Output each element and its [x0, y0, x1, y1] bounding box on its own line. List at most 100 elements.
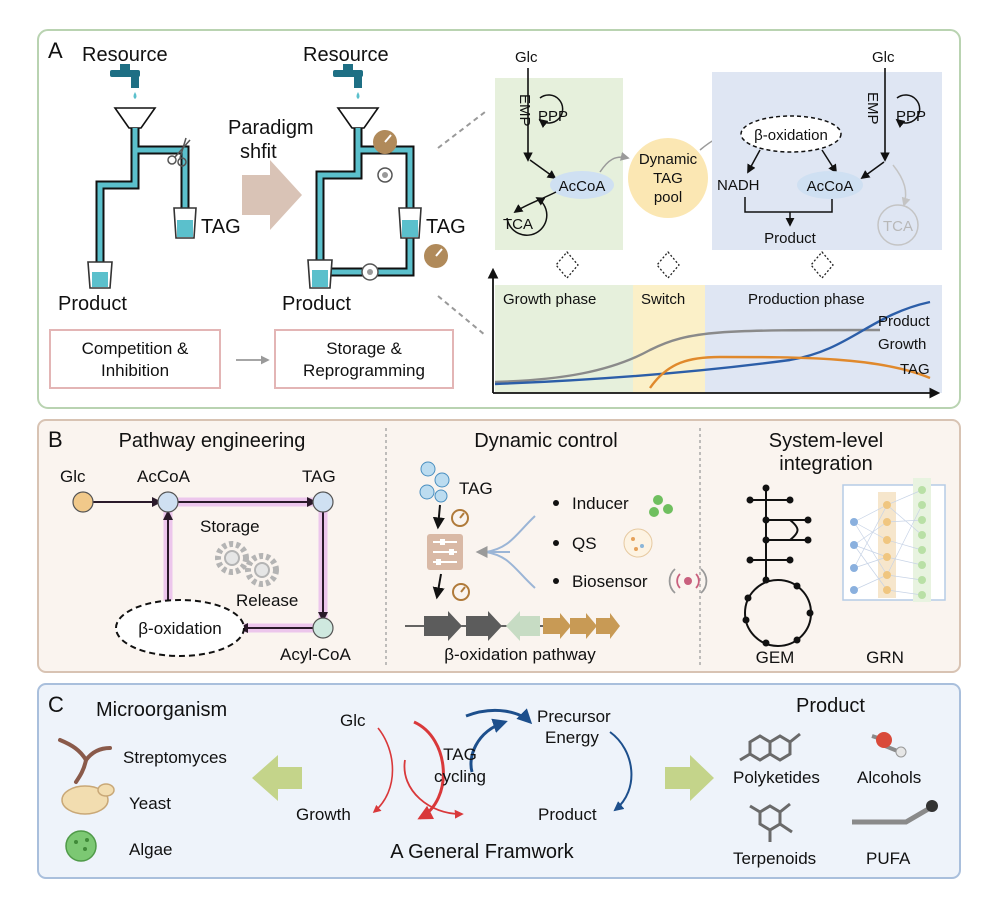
faucet-icon	[110, 64, 140, 99]
growth-curve	[494, 328, 881, 384]
timer-icon	[452, 583, 470, 601]
pool-label-1: Dynamic	[639, 151, 698, 168]
polyketides-label: Polyketides	[733, 768, 820, 787]
paradigm-label-2: shfit	[240, 141, 277, 163]
gears-icon	[215, 541, 279, 587]
panel-c-frame	[37, 683, 961, 879]
streptomyces-label: Streptomyces	[123, 748, 227, 767]
phase-link-arrows	[555, 250, 834, 280]
product-curve	[494, 300, 931, 386]
gene-arrow	[424, 611, 462, 641]
algae-icon	[65, 830, 97, 862]
paradigm-label-1: Paradigm	[228, 117, 314, 139]
storage-box	[274, 329, 454, 389]
dynamic-tag-label: TAG	[459, 479, 493, 498]
tag-curve	[649, 355, 931, 389]
alcohol-molecule-icon	[871, 732, 907, 758]
inducer-label: Inducer	[572, 494, 629, 513]
prod-acoa-node	[797, 171, 863, 199]
dynamic-control-title: Dynamic control	[474, 430, 617, 452]
system-title-2: integration	[779, 453, 872, 475]
cycle-growth-label: Growth	[296, 805, 351, 824]
panel-b: B Pathway engineering Glc AcCoA TAG Acyl…	[37, 419, 961, 673]
panel-b-frame	[37, 419, 961, 673]
left-tag-label: TAG	[201, 216, 241, 238]
gene-arrow	[570, 613, 597, 639]
prod-glc-label: Glc	[872, 49, 895, 66]
tag-droplets-icon	[419, 461, 450, 503]
growth-curve-label: Growth	[878, 336, 926, 353]
glc-node-label: Glc	[60, 467, 86, 486]
growth-acoa-node	[550, 171, 614, 199]
tag-pool-node	[628, 138, 708, 218]
growth-emp-label: EMP	[516, 94, 533, 127]
timer-icon	[451, 509, 469, 527]
growth-phase-label: Growth phase	[503, 291, 596, 308]
precursor-label: Precursor	[537, 707, 611, 726]
panel-a-letter: A	[48, 38, 63, 63]
acyl-coa-node	[312, 617, 334, 639]
gene-arrow	[466, 611, 502, 641]
tag-node-label: TAG	[302, 467, 336, 486]
beta-oxidation-label: β-oxidation	[138, 619, 222, 638]
panel-a: A Resource TAG	[37, 29, 961, 409]
tag-cycling-label-2: cycling	[434, 767, 486, 786]
funnel	[113, 107, 157, 129]
gem-label: GEM	[756, 648, 795, 667]
pathway-engineering-title: Pathway engineering	[119, 430, 306, 452]
pathway-label: β-oxidation pathway	[444, 645, 596, 664]
inducer-icon	[649, 495, 673, 517]
glc-node	[72, 491, 94, 513]
terpenoids-label: Terpenoids	[733, 849, 816, 868]
growth-phase-band	[495, 285, 633, 393]
growth-metabolism-box	[495, 78, 623, 250]
tag-cycling-label-1: TAG	[443, 745, 477, 764]
acoa-node-label: AcCoA	[137, 467, 191, 486]
microorganism-title: Microorganism	[96, 699, 227, 721]
polyketide-molecule-icon	[739, 732, 801, 762]
cycle-product-label: Product	[538, 805, 597, 824]
growth-acoa-label: AcCoA	[559, 178, 606, 195]
growth-glc-label: Glc	[515, 49, 538, 66]
gene-arrow	[506, 611, 540, 641]
competition-label-2: Inhibition	[101, 361, 169, 380]
storage-label: Storage	[200, 517, 260, 536]
beta-oxidation-node	[115, 599, 245, 657]
production-phase-band	[705, 285, 942, 393]
left-product-label: Product	[58, 293, 127, 315]
prod-emp-label: EMP	[864, 92, 881, 125]
system-title-1: System-level	[769, 430, 883, 452]
right-product-label: Product	[282, 293, 351, 315]
grn-label: GRN	[866, 648, 904, 667]
faucet-icon	[333, 64, 363, 99]
pool-label-2: TAG	[653, 170, 683, 187]
product-title: Product	[796, 695, 865, 717]
prod-nadh-label: NADH	[717, 177, 760, 194]
biosensor-label: Biosensor	[572, 572, 648, 591]
prod-acoa-label: AcCoA	[807, 178, 854, 195]
prod-beta-label: β-oxidation	[754, 127, 828, 144]
competition-label-1: Competition &	[82, 339, 189, 358]
cycle-glc-label: Glc	[340, 711, 366, 730]
right-resource-label: Resource	[303, 44, 389, 66]
gene-arrow	[543, 613, 571, 639]
yeast-icon	[61, 783, 115, 815]
prod-ppp-label: PPP	[896, 108, 926, 125]
storage-label-1: Storage &	[326, 339, 402, 358]
left-block-arrow	[252, 755, 302, 801]
release-label: Release	[236, 591, 298, 610]
tag-node	[312, 491, 334, 513]
panel-b-letter: B	[48, 427, 63, 452]
qs-icon	[623, 528, 653, 558]
left-pipe-system: Resource TAG Product	[58, 44, 241, 315]
acoa-node	[157, 491, 179, 513]
scissors-icon	[167, 137, 191, 167]
yeast-label: Yeast	[129, 794, 171, 813]
pufa-molecule-icon	[852, 800, 938, 825]
streptomyces-icon	[58, 738, 112, 784]
right-pipe-system: Resource TAG	[282, 44, 466, 315]
signal-icon	[668, 568, 708, 594]
panel-c-letter: C	[48, 692, 64, 717]
terpenoid-molecule-icon	[749, 802, 793, 842]
